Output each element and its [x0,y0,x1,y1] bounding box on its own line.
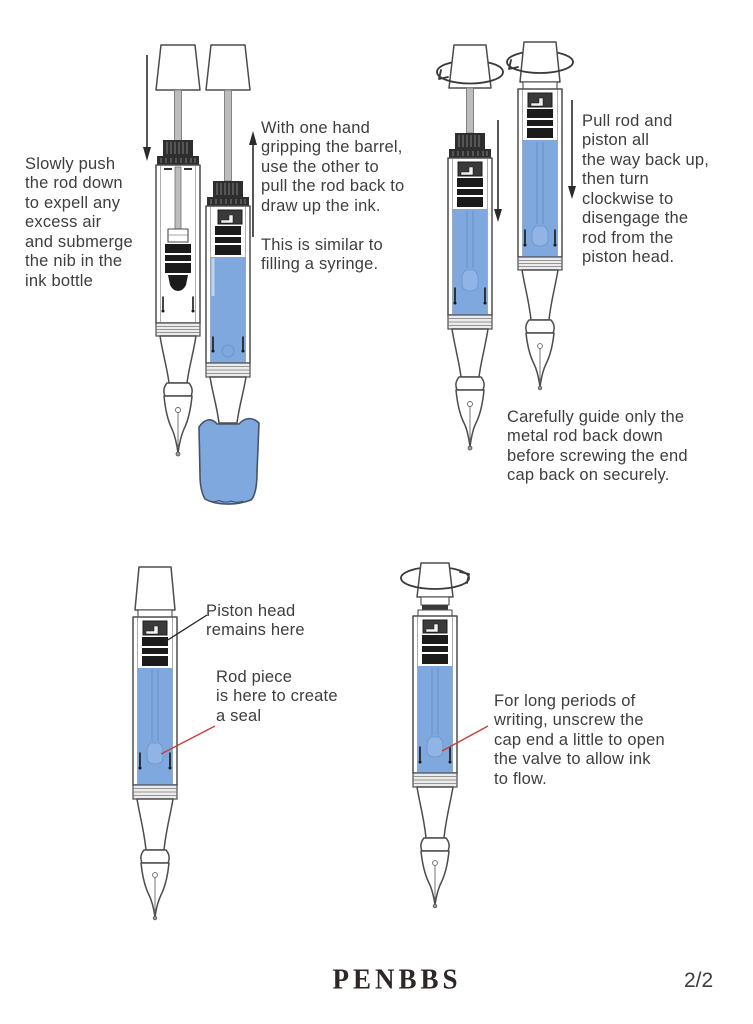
end-cap-knob [155,44,201,91]
ink-bottle [198,417,260,505]
end-cap-knob [134,566,176,611]
pen-valve-open [400,562,470,909]
ink-in-barrel [210,257,246,363]
piston-head-label: Piston head remains here [206,602,305,640]
nib [420,850,450,909]
figure-disengage-rod [436,41,576,451]
step2-instruction: With one hand gripping the barrel, use t… [261,119,405,215]
pen-sealed [132,566,178,921]
metal-rod [174,89,182,142]
step5-instruction: For long periods of writing, unscrew the… [494,692,665,788]
metal-rod [466,87,474,134]
section-threads [132,784,178,800]
piston-mechanism [457,161,483,177]
step2-note: This is similar to filling a syringe. [261,236,383,274]
ink-in-barrel [137,668,173,785]
nib [525,332,555,391]
pen-draw-ink [205,44,251,424]
figure-expel-air-and-draw-ink [143,44,260,505]
end-cap-knob [416,562,454,598]
section-threads [447,314,493,330]
piston-head [527,109,553,138]
rod-seal-piece [531,225,549,247]
figure-piston-and-seal [132,566,216,921]
end-cap-knob [448,44,492,89]
piston-mechanism [217,209,243,225]
nib [163,395,193,457]
up-arrow-icon [249,131,257,237]
brand-logo: PENBBS [332,963,462,995]
end-cap-knob [519,41,561,83]
piston-head [457,178,483,207]
step4-instruction: Carefully guide only the metal rod back … [507,408,688,485]
rod-seal-piece [426,736,444,758]
rod-seal-piece [146,742,164,765]
page-number: 2/2 [684,969,714,992]
pen-expel-air [155,44,201,457]
piston-head [422,635,448,664]
nib [455,389,485,451]
pen-rod-disengaged [506,41,574,391]
knurled-collar [157,140,199,165]
piston-mechanism [142,620,168,636]
knurled-collar [449,133,491,158]
piston-mechanism [422,619,448,634]
seal-pointer-line [160,725,216,755]
step3-instruction: Pull rod and piston all the way back up,… [582,112,710,267]
rod-seal-piece [461,269,479,292]
piston-head [142,637,168,666]
nib [140,862,170,921]
section-threads [155,322,201,337]
down-arrow-icon [568,100,576,199]
down-arrow-icon [494,120,502,222]
pen-turn-clockwise [436,44,504,451]
piston-head [165,244,191,291]
piston-mechanism [527,92,553,108]
metal-rod [224,89,232,182]
step1-instruction: Slowly push the rod down to expell any e… [25,155,133,290]
knurled-collar [207,181,249,206]
piston-head [215,226,241,255]
figure-open-valve [400,562,489,909]
unscrewed-gap [420,596,450,606]
piston-pointer-line [162,614,208,644]
section-threads [412,772,458,788]
end-cap-knob [205,44,251,91]
ink-in-barrel [452,209,488,315]
section-threads [517,256,563,271]
down-arrow-icon [143,55,151,161]
section-threads [205,362,251,378]
valve-pointer-line [441,725,489,752]
rod-piece-label: Rod piece is here to create a seal [216,668,338,725]
